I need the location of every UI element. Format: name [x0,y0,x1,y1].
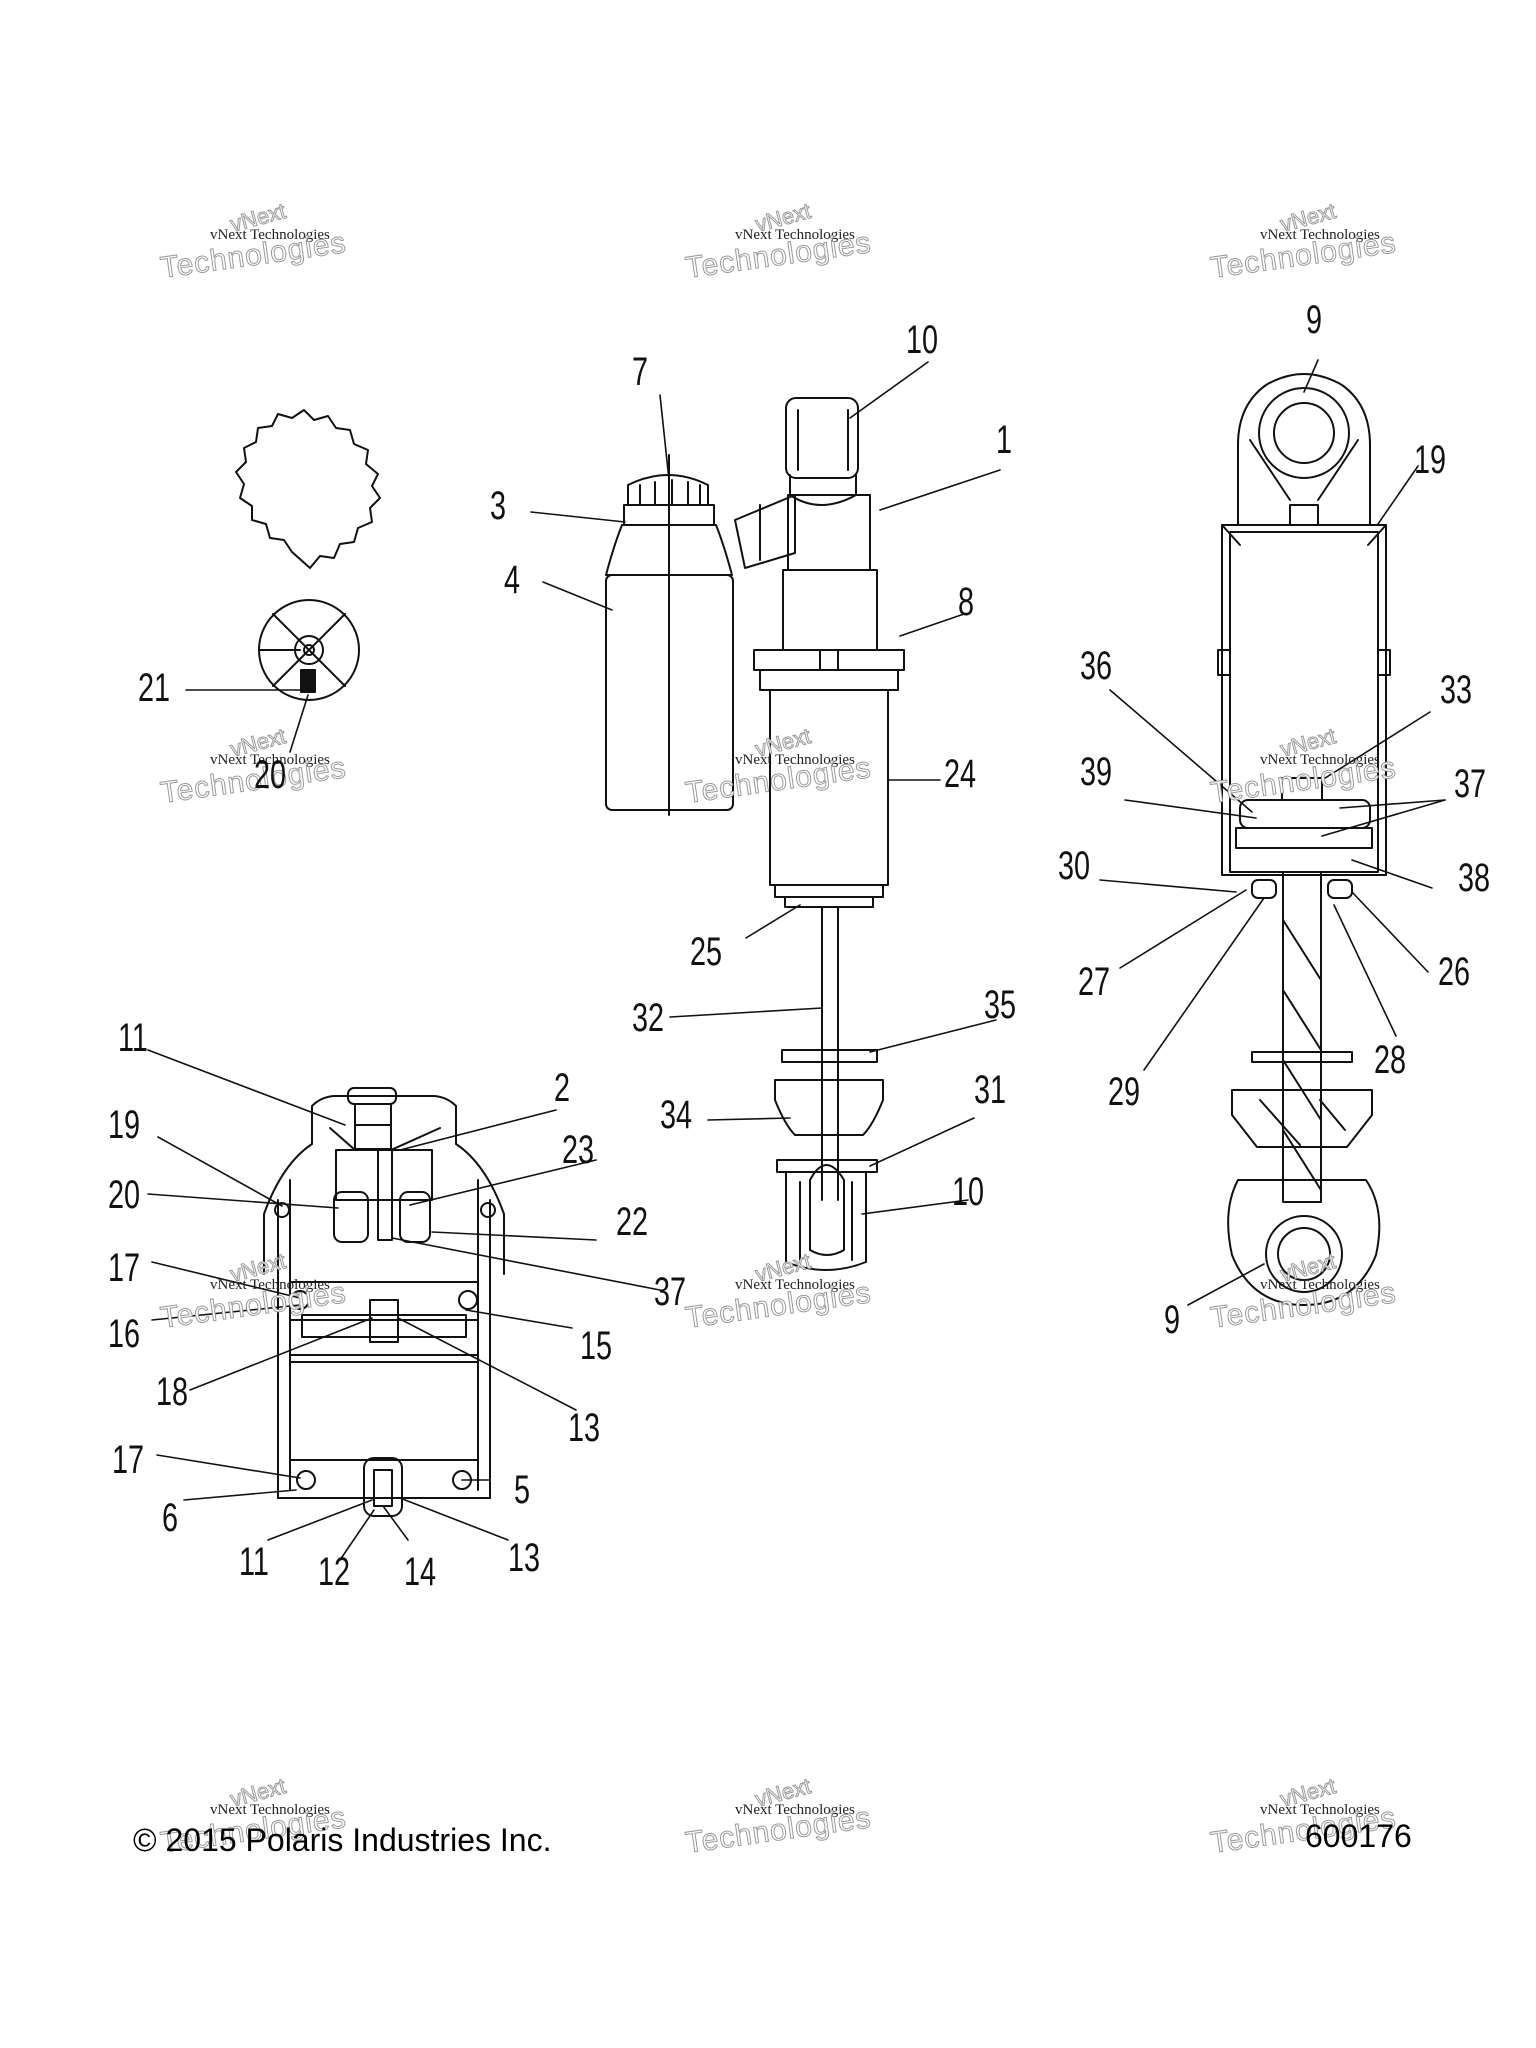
callout-20: 20 [107,1173,141,1217]
callout-9: 9 [1305,298,1323,342]
callout-23: 23 [561,1128,595,1172]
callout-13: 13 [507,1536,541,1580]
callout-6: 6 [161,1496,179,1540]
callout-36: 36 [1079,644,1113,688]
callout-8: 8 [957,580,975,624]
callout-26: 26 [1437,950,1471,994]
callout-27: 27 [1077,960,1111,1004]
callout-4: 4 [503,558,521,602]
callout-18: 18 [155,1370,189,1414]
callout-24: 24 [943,752,977,796]
watermark: vNext vNext Technologies Technologies [1208,723,1399,811]
callout-13: 13 [567,1406,601,1450]
callout-21: 21 [137,666,171,710]
watermark: vNext vNext Technologies Technologies [158,1248,349,1336]
callout-19: 19 [1413,438,1447,482]
callout-29: 29 [1107,1070,1141,1114]
callout-7: 7 [631,350,649,394]
callout-2: 2 [553,1066,571,1110]
watermark: vNext vNext Technologies Technologies [1208,1248,1399,1336]
callout-37: 37 [653,1270,687,1314]
leader-lines [147,359,1446,1561]
callout-10: 10 [951,1170,985,1214]
callout-31: 31 [973,1068,1007,1112]
callout-9: 9 [1163,1298,1181,1342]
watermark: vNext vNext Technologies Technologies [683,1773,874,1861]
callout-22: 22 [615,1200,649,1244]
callout-5: 5 [513,1468,531,1512]
callout-30: 30 [1057,844,1091,888]
callout-35: 35 [983,983,1017,1027]
callout-10: 10 [905,318,939,362]
callout-14: 14 [403,1550,437,1594]
callout-17: 17 [111,1438,145,1482]
callout-11: 11 [239,1540,269,1584]
callout-37: 37 [1453,762,1487,806]
callout-38: 38 [1457,856,1491,900]
watermark: vNext vNext Technologies Technologies [1208,1773,1399,1861]
callout-33: 33 [1439,668,1473,712]
callout-16: 16 [107,1312,141,1356]
callout-20: 20 [253,753,287,797]
callout-15: 15 [579,1324,613,1368]
callout-17: 17 [107,1246,141,1290]
watermark: vNext vNext Technologies Technologies [1208,198,1399,286]
watermark: vNext vNext Technologies Technologies [683,198,874,286]
adjuster-knob-detail [235,409,381,701]
diagram-id: 600176 [1305,1818,1412,1854]
copyright-text: © 2015 Polaris Industries Inc. [133,1822,552,1858]
watermark: vNext vNext Technologies Technologies [158,1773,349,1861]
callout-32: 32 [631,996,665,1040]
shock-exterior-view [605,397,905,1271]
callout-28: 28 [1373,1038,1407,1082]
callout-3: 3 [489,484,507,528]
callout-34: 34 [659,1093,693,1137]
watermark: vNext vNext Technologies Technologies [158,198,349,286]
callout-12: 12 [317,1550,351,1594]
watermark: vNext vNext Technologies Technologies [683,723,874,811]
watermark: vNext vNext Technologies Technologies [683,1248,874,1336]
callout-25: 25 [689,930,723,974]
callout-19: 19 [107,1103,141,1147]
watermark: vNext vNext Technologies Technologies [158,723,349,811]
callout-1: 1 [995,418,1013,462]
callout-11: 11 [118,1016,148,1060]
callout-39: 39 [1079,750,1113,794]
shock-section-view [1217,373,1391,1306]
